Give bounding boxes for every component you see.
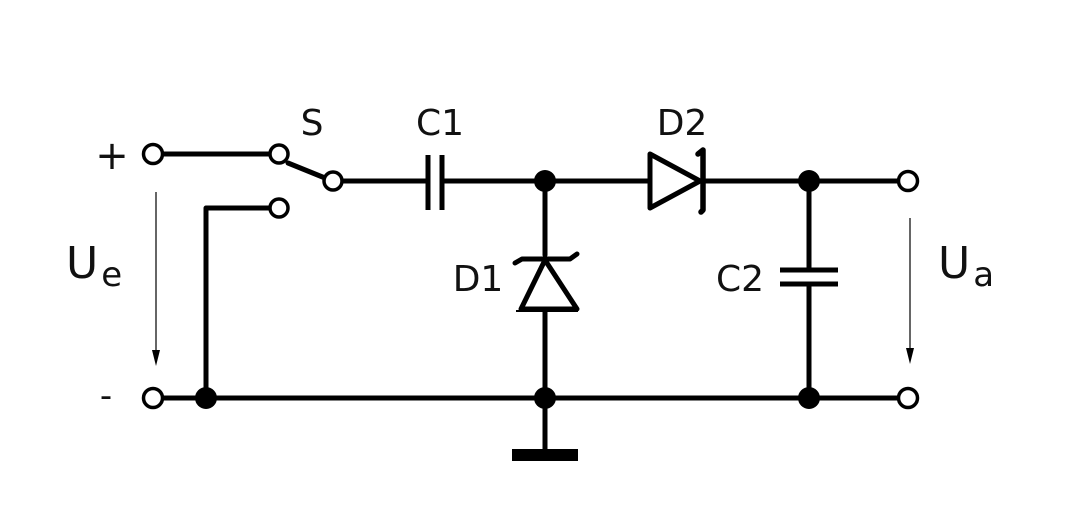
d2-bar [695,147,706,215]
switch-label: S [301,103,324,144]
minus-terminal-label: - [100,376,112,416]
c1-label: C1 [416,103,464,144]
junction-dot [534,387,556,409]
d1-label: D1 [453,259,504,300]
junctions [195,170,820,409]
ground-symbol [512,449,578,461]
switch-lever [285,160,328,181]
switch-common-contact [322,170,344,192]
input-voltage-arrowhead [152,350,160,366]
wire-switch-return [203,205,272,401]
terminal-output-bottom [896,386,920,410]
diode-d1 [512,251,580,312]
d2-triangle [647,151,703,211]
output-voltage-arrowhead [906,348,914,364]
voltage-arrows [152,192,914,366]
terminal-input-minus [141,386,165,410]
plus-terminal-label: + [95,133,129,179]
input-voltage-subscript: e [101,255,122,295]
terminals [141,142,920,410]
c2-label: C2 [716,259,764,300]
input-voltage-label: Ue [66,238,122,295]
output-voltage-subscript: a [973,255,994,295]
diode-d2 [647,147,706,215]
switch-contact-lower [268,197,290,219]
junction-dot [798,387,820,409]
capacitor-c2 [780,267,838,287]
output-voltage-symbol: U [938,238,970,289]
terminal-output-top [896,169,920,193]
junction-dot [798,170,820,192]
d1-triangle [518,257,580,312]
capacitor-c1 [425,155,445,210]
junction-dot [195,387,217,409]
input-voltage-symbol: U [66,238,98,289]
terminal-input-plus [141,142,165,166]
switch-contact-upper [268,143,290,165]
switch-s [268,143,344,219]
d2-label: D2 [657,103,708,144]
output-voltage-label: Ua [938,238,994,295]
junction-dot [534,170,556,192]
